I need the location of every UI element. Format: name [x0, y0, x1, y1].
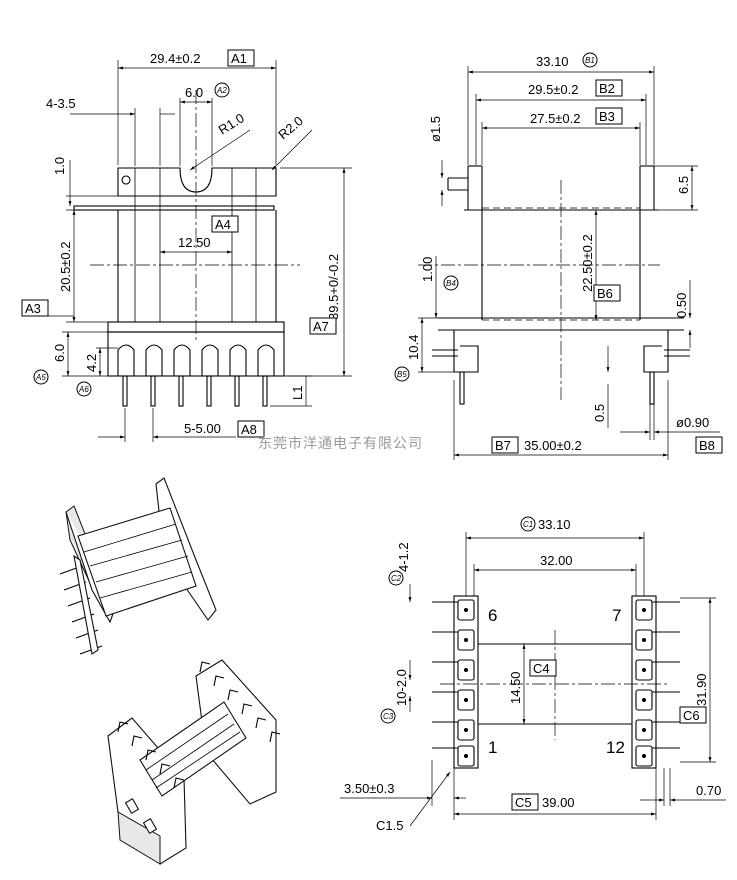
- bottom-pin-span: 31.90: [694, 673, 709, 706]
- pin-label-7: 7: [612, 606, 621, 625]
- front-pitch-tag: A8: [241, 422, 257, 437]
- front-pin-tag: A6: [78, 385, 89, 394]
- bottom-pin-span-tag: C6: [683, 708, 700, 723]
- pin-label-6: 6: [488, 606, 497, 625]
- front-base-h: 6.0: [52, 344, 67, 362]
- front-total-dim: 39.5+0/-0.2: [326, 254, 341, 320]
- bottom-length: 39.00: [542, 795, 575, 810]
- front-slot-dim: 6.0: [185, 85, 203, 100]
- bottom-overall: 33.10: [538, 517, 571, 532]
- bottom-center-tag: C4: [533, 661, 550, 676]
- side-pin-off: 0.5: [592, 404, 607, 422]
- bottom-notch: 4-1.2: [396, 542, 411, 572]
- iso-view-1: [59, 477, 217, 655]
- front-width-tag: A1: [231, 51, 247, 66]
- side-overall: 33.10: [536, 54, 569, 69]
- front-pin-h: 4.2: [84, 354, 99, 372]
- front-winding-tag: A4: [215, 217, 231, 232]
- front-slot-tag: A2: [216, 86, 227, 95]
- front-total-tag: A7: [313, 319, 329, 334]
- bottom-pin-w: 0.70: [696, 783, 721, 798]
- side-gap: 1.00: [420, 257, 435, 282]
- side-view: 33.10 B1 29.5±0.2 B2 27.5±0.2 B3 ø1.5 6.…: [394, 52, 723, 460]
- front-height-dim: 20.5±0.2: [58, 241, 73, 292]
- front-winding-dim: 12.50: [178, 235, 211, 250]
- pin-label-1: 1: [488, 738, 497, 757]
- front-height-tag: A3: [25, 301, 41, 316]
- side-flange: 6.5: [676, 176, 691, 194]
- front-width-dim: 29.4±0.2: [150, 51, 201, 66]
- iso-view-2: [107, 659, 281, 865]
- side-dia: ø1.5: [428, 116, 443, 142]
- front-l1: L1: [290, 386, 305, 400]
- side-pin-dia-tag: B8: [699, 438, 715, 453]
- side-outer-tag: B2: [599, 81, 615, 96]
- watermark: 东莞市洋通电子有限公司: [258, 435, 423, 452]
- front-view: 29.4±0.2 A1 6.0 A2 4-3.5 R1.0 R2.0 1.0 A…: [21, 49, 352, 442]
- side-base: 10.4: [406, 335, 421, 360]
- bottom-notch-tag: C2: [391, 574, 402, 583]
- bottom-overall-tag: C1: [523, 520, 533, 529]
- side-core-tag: B6: [597, 286, 613, 301]
- bottom-pin-legs: [432, 601, 680, 749]
- bottom-pin-pads: [457, 599, 653, 767]
- iso-view-2-pins: [117, 661, 281, 789]
- front-base-tag: A5: [35, 373, 46, 382]
- side-pin-dia: ø0.90: [676, 415, 709, 430]
- side-inner: 27.5±0.2: [530, 111, 581, 126]
- bottom-center: 14.50: [508, 671, 523, 704]
- side-overall-tag: B1: [585, 56, 595, 65]
- side-inner-tag: B3: [599, 109, 615, 124]
- pin-label-12: 12: [606, 738, 625, 757]
- bottom-slot-tag: C3: [383, 712, 394, 721]
- bottom-slot: 10-2.0: [394, 669, 409, 706]
- side-length: 35.00±0.2: [524, 438, 582, 453]
- bottom-chamfer: C1.5: [376, 818, 403, 833]
- side-length-tag: B7: [495, 438, 511, 453]
- side-thk: 0.50: [674, 293, 689, 318]
- front-top-thk: 1.0: [52, 157, 67, 175]
- side-base-tag: B5: [397, 370, 407, 379]
- front-notch-dim: 4-3.5: [46, 96, 76, 111]
- front-pins: [117, 344, 275, 407]
- side-core-h: 22.50±0.2: [580, 234, 595, 292]
- front-r1: R1.0: [216, 110, 247, 137]
- front-r2: R2.0: [275, 113, 306, 142]
- side-gap-tag: B4: [446, 279, 456, 288]
- front-pitch: 5-5.00: [184, 421, 221, 436]
- bottom-view: 6 7 1 12 C1 33.10 32.00 4-1.2 C2 10-2.0 …: [340, 516, 726, 833]
- bottom-edge: 3.50±0.3: [344, 781, 395, 796]
- bottom-inner: 32.00: [540, 553, 573, 568]
- bottom-length-tag: C5: [515, 795, 532, 810]
- side-outer: 29.5±0.2: [528, 82, 579, 97]
